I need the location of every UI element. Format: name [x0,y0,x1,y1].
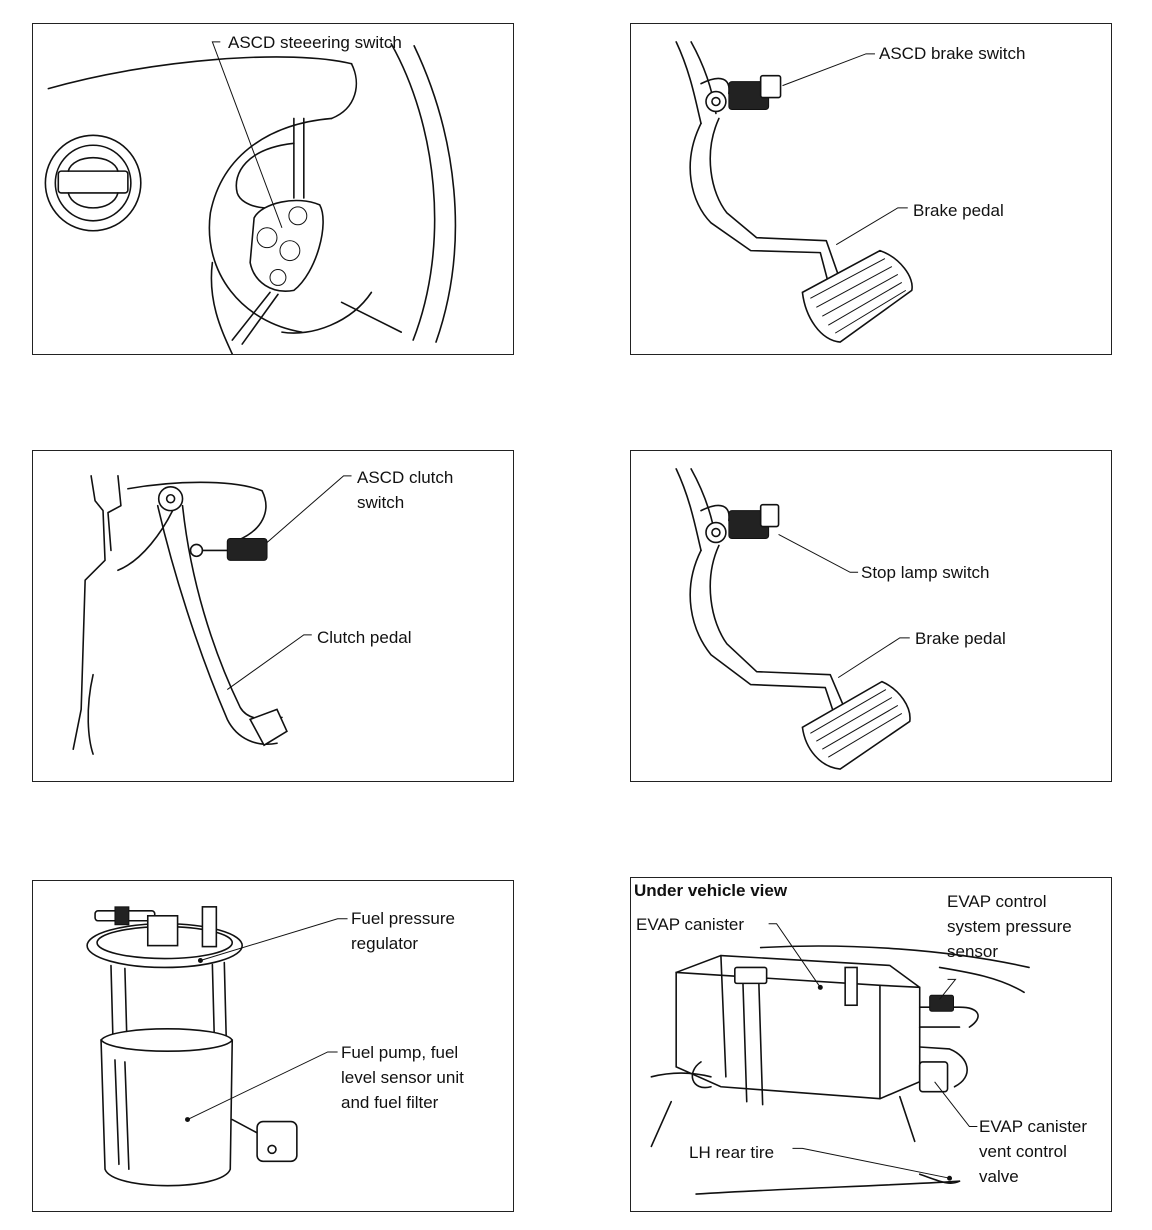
fuel-pump-label-line2: level sensor unit [341,1068,464,1087]
evap-canister-panel: Under vehicle view EVAP canister EVAP co… [630,877,1112,1212]
clutch-switch-panel: ASCD clutch switch Clutch pedal [32,450,514,782]
fuel-pump-label-line3: and fuel filter [341,1093,439,1112]
ascd-steering-switch-label: ASCD steeering switch [228,33,402,52]
evap-vent-valve-label-line1: EVAP canister [979,1117,1088,1136]
fuel-pump-panel: Fuel pressure regulator Fuel pump, fuel … [32,880,514,1212]
fuel-pressure-regulator-label-line1: Fuel pressure [351,909,455,928]
evap-canister-illustration [650,923,1030,1195]
clutch-pedal-label: Clutch pedal [317,628,412,647]
stop-lamp-switch-panel: Stop lamp switch Brake pedal [630,450,1112,782]
brake-pedal-label-2: Brake pedal [915,629,1006,648]
lh-rear-tire-label: LH rear tire [689,1143,775,1162]
ascd-brake-switch-label: ASCD brake switch [879,44,1026,63]
evap-vent-valve-label-line2: vent control [979,1142,1067,1161]
brake-pedal-illustration [675,41,913,343]
steering-switch-panel: ASCD steeering switch [32,23,514,355]
stop-lamp-switch-label: Stop lamp switch [861,563,990,582]
steering-wheel-illustration [44,41,457,354]
clutch-pedal-illustration [72,475,352,755]
evap-vent-valve-label-line3: valve [979,1167,1019,1186]
evap-pressure-sensor-label-line3: sensor [947,942,999,961]
brake-switch-panel: ASCD brake switch Brake pedal [630,23,1112,355]
under-vehicle-view-title: Under vehicle view [634,881,788,900]
brake-pedal-label: Brake pedal [913,201,1004,220]
evap-canister-label: EVAP canister [636,915,745,934]
ascd-clutch-switch-label-line2: switch [357,493,405,512]
fuel-pump-illustration [86,906,348,1187]
fuel-pump-label-line1: Fuel pump, fuel [341,1043,459,1062]
evap-pressure-sensor-label-line2: system pressure [947,917,1072,936]
evap-pressure-sensor-label-line1: EVAP control [947,892,1047,911]
stop-lamp-pedal-illustration [675,468,911,770]
fuel-pressure-regulator-label-line2: regulator [351,934,419,953]
ascd-clutch-switch-label-line1: ASCD clutch [357,468,454,487]
